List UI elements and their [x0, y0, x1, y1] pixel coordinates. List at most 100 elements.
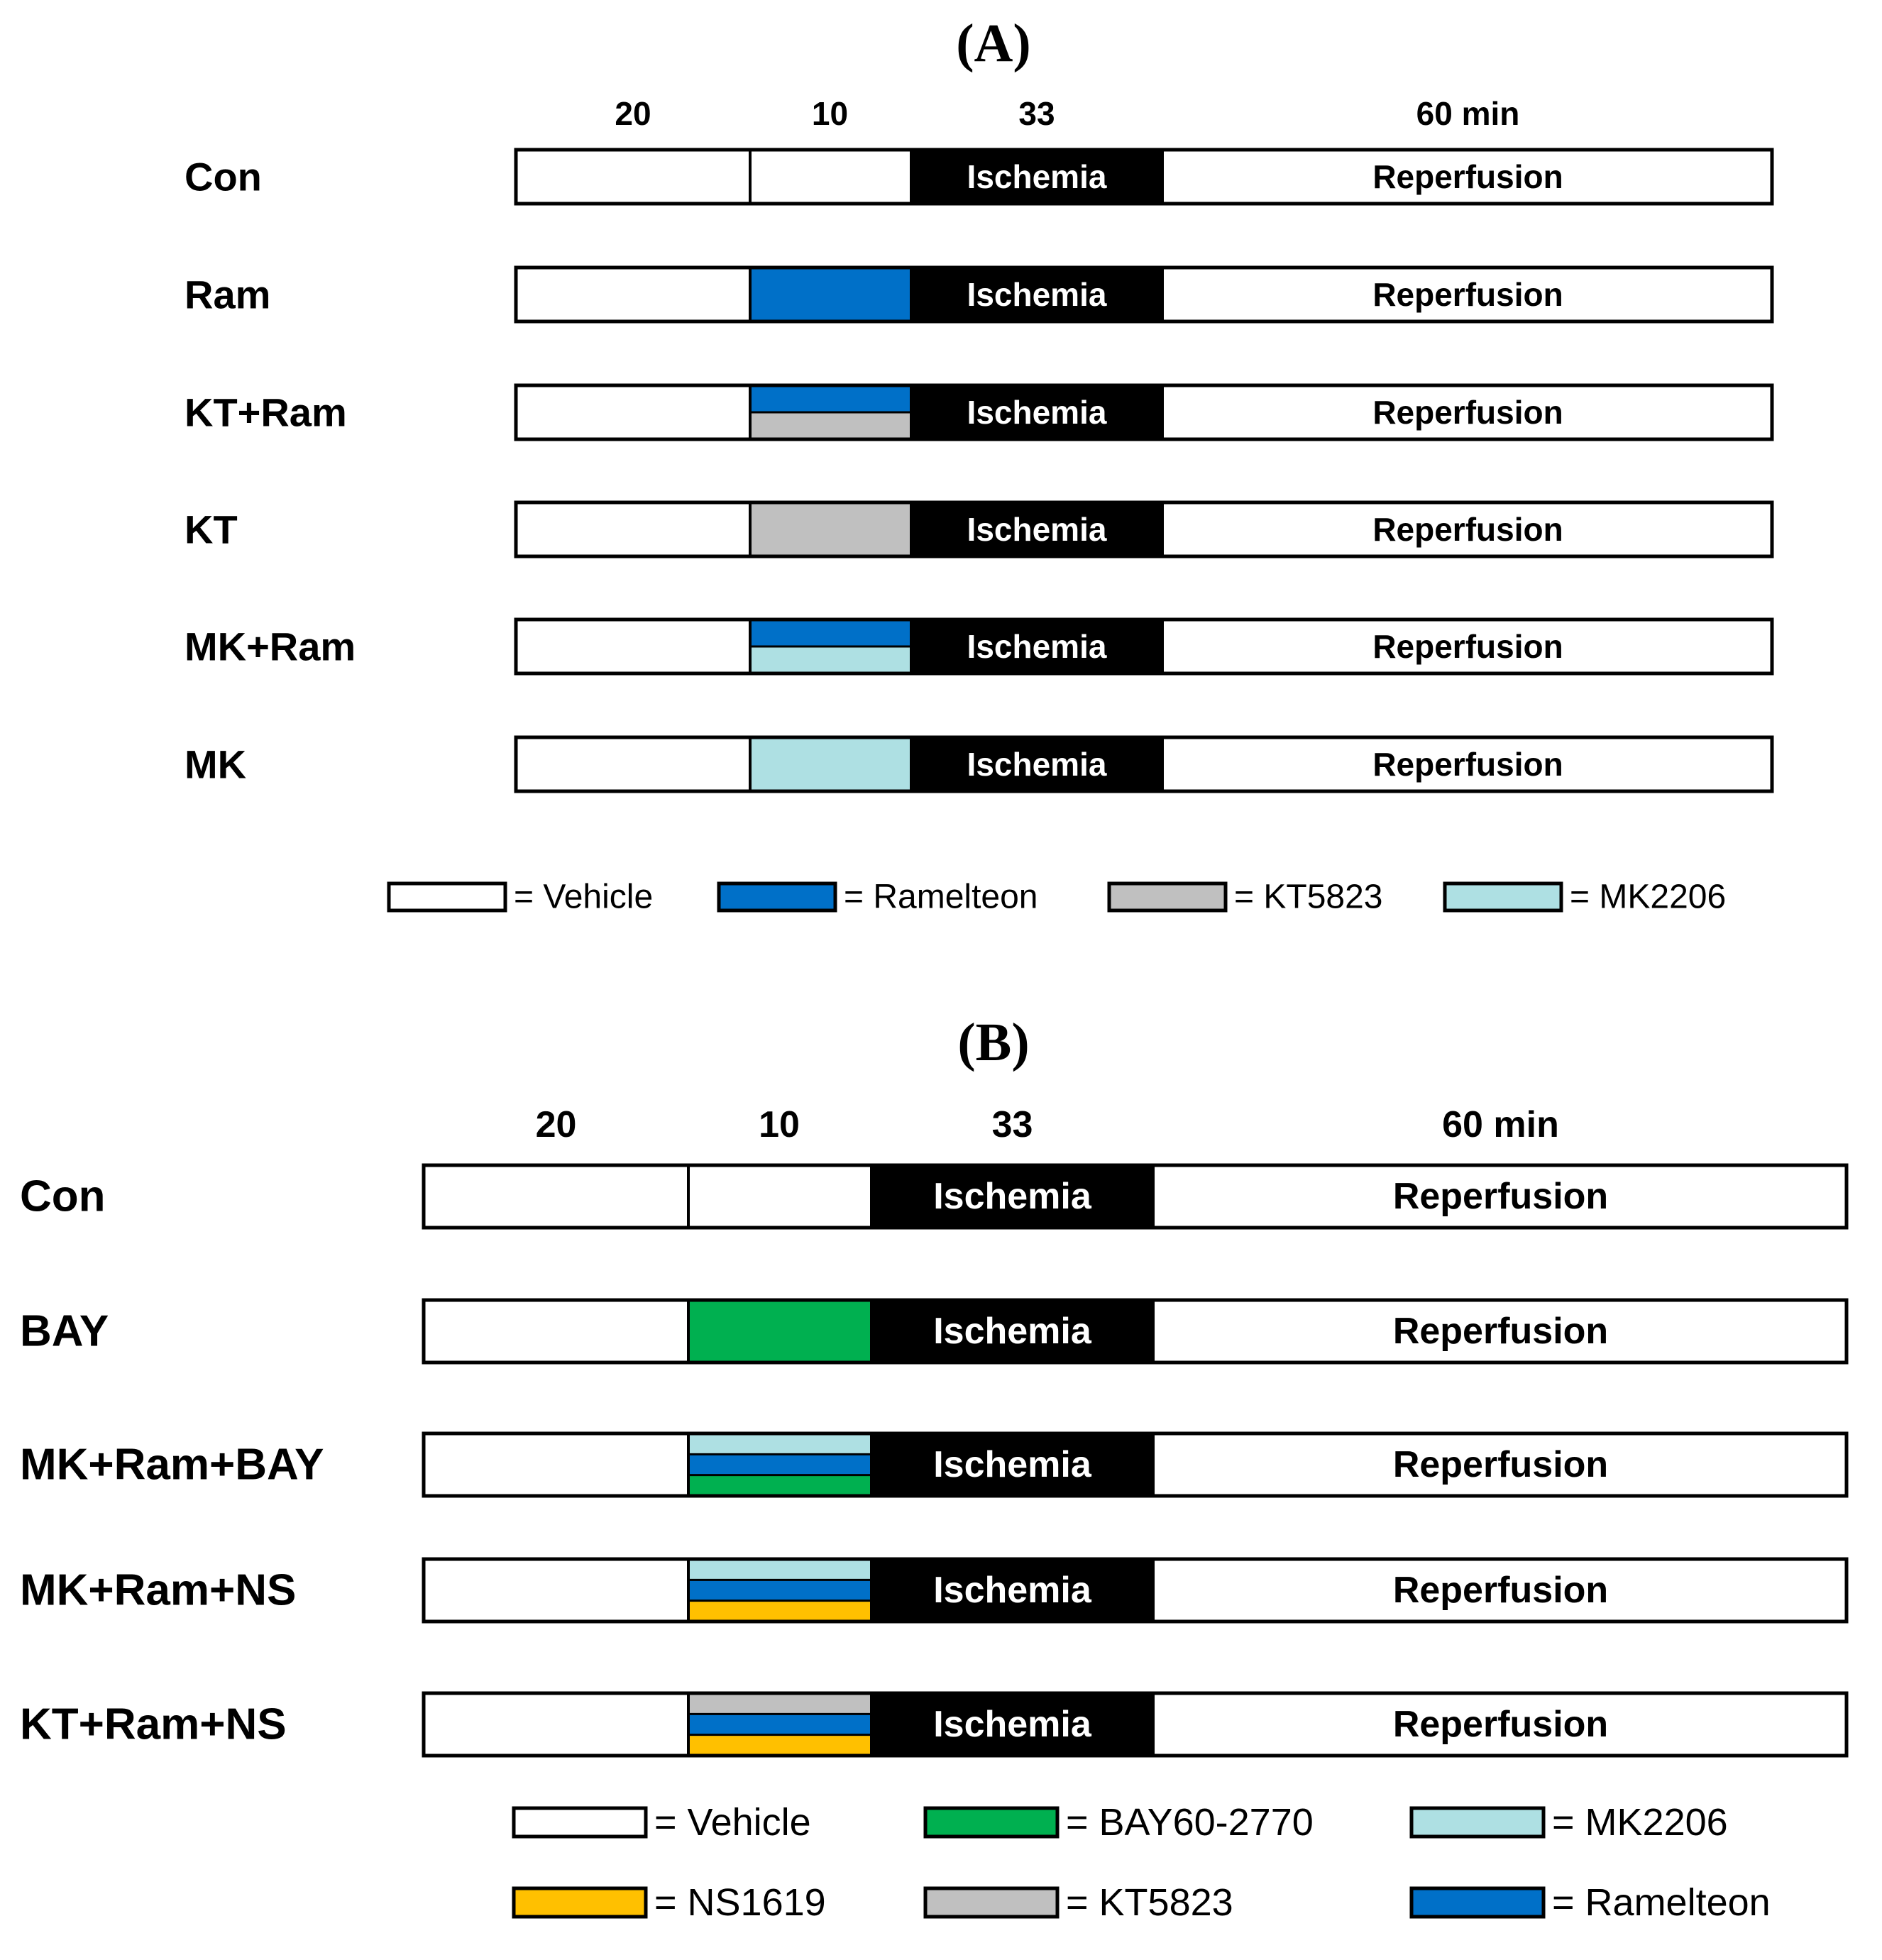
row-border: [422, 1163, 1849, 1230]
ischemia-label: Ischemia: [967, 746, 1107, 783]
reperfusion-segment: [1155, 1559, 1847, 1622]
treatment-stripe-kt5823: [750, 502, 910, 556]
ischemia-label: Ischemia: [933, 1570, 1092, 1611]
treatment-stripe-ns1619: [688, 1600, 870, 1622]
ischemia-label: Ischemia: [967, 158, 1107, 195]
stabilization-segment: [516, 502, 750, 556]
ischemia-segment: [870, 1559, 1155, 1622]
treatment-stripe-kt5823: [688, 1693, 870, 1714]
stabilization-segment: [424, 1559, 688, 1622]
reperfusion-label: Reperfusion: [1372, 511, 1563, 548]
row-border: [514, 148, 1774, 206]
ischemia-segment: [870, 1300, 1155, 1362]
treatment-stripe-ns1619: [688, 1734, 870, 1756]
stabilization-segment: [424, 1693, 688, 1756]
ischemia-label: Ischemia: [933, 1311, 1092, 1352]
row-border: [514, 265, 1774, 324]
legend-swatch-ramelteon: [717, 881, 837, 913]
legend-label: = MK2206: [1570, 879, 1726, 916]
treatment-stripe-mk2206: [750, 646, 910, 673]
row-border: [422, 1691, 1849, 1758]
stabilization-segment: [516, 385, 750, 439]
row-label: Con: [185, 155, 262, 199]
ischemia-label: Ischemia: [933, 1444, 1092, 1485]
treatment-stripe-bay: [688, 1300, 870, 1362]
ischemia-label: Ischemia: [967, 628, 1107, 665]
treatment-stripe-bay: [688, 1475, 870, 1496]
stabilization-segment: [516, 268, 750, 321]
legend-swatch-mk2206: [1443, 881, 1563, 913]
treatment-stripe-ramelteon: [750, 385, 910, 412]
legend-swatch-kt5823: [1107, 881, 1228, 913]
ischemia-segment: [910, 502, 1164, 556]
reperfusion-label: Reperfusion: [1393, 1444, 1608, 1485]
duration-label: 10: [759, 1104, 800, 1145]
row-label: MK+Ram: [185, 624, 356, 669]
treatment-stripe-vehicle: [688, 1165, 870, 1228]
stabilization-segment: [424, 1433, 688, 1496]
row-label: KT+Ram+NS: [20, 1700, 287, 1749]
reperfusion-segment: [1155, 1300, 1847, 1362]
treatment-stripe-kt5823: [750, 412, 910, 439]
legend: = Vehicle= Ramelteon= KT5823= MK2206: [387, 879, 1726, 916]
reperfusion-label: Reperfusion: [1372, 394, 1563, 431]
duration-label: 33: [1018, 95, 1055, 132]
treatment-stripe-ramelteon: [688, 1580, 870, 1601]
ischemia-segment: [870, 1165, 1155, 1228]
legend-swatch-ramelteon: [1409, 1886, 1546, 1919]
legend-label: = NS1619: [654, 1881, 826, 1924]
reperfusion-label: Reperfusion: [1372, 746, 1563, 783]
reperfusion-label: Reperfusion: [1393, 1704, 1608, 1745]
row-label: KT+Ram: [185, 390, 347, 435]
stabilization-segment: [424, 1165, 688, 1228]
row-border: [422, 1557, 1849, 1624]
row-label: KT: [185, 507, 238, 552]
treatment-stripe-mk2206: [688, 1433, 870, 1455]
legend-swatch-kt5823: [923, 1886, 1060, 1919]
legend-label: = Vehicle: [654, 1801, 811, 1844]
treatment-stripe-ramelteon: [688, 1454, 870, 1475]
duration-label: 10: [812, 95, 848, 132]
row-border: [514, 500, 1774, 558]
reperfusion-label: Reperfusion: [1393, 1570, 1608, 1611]
row-border: [514, 383, 1774, 441]
duration-label: 20: [615, 95, 651, 132]
protocol-row: Con Ischemia Reperfusion: [185, 148, 1774, 206]
legend-swatch-vehicle: [512, 1806, 648, 1839]
duration-label: 33: [992, 1104, 1033, 1145]
reperfusion-segment: [1164, 620, 1772, 673]
treatment-stripe-mk2206: [750, 737, 910, 791]
ischemia-segment: [870, 1433, 1155, 1496]
reperfusion-segment: [1164, 385, 1772, 439]
row-label: MK: [185, 742, 246, 787]
reperfusion-segment: [1164, 502, 1772, 556]
ischemia-label: Ischemia: [933, 1176, 1092, 1217]
reperfusion-segment: [1164, 150, 1772, 204]
legend-swatch-mk2206: [1409, 1806, 1546, 1839]
row-border: [422, 1298, 1849, 1365]
reperfusion-label: Reperfusion: [1393, 1311, 1608, 1352]
protocol-row: MK Ischemia Reperfusion: [185, 735, 1774, 793]
reperfusion-segment: [1155, 1433, 1847, 1496]
panel-title: (B): [957, 1013, 1029, 1072]
legend-swatch-vehicle: [387, 881, 507, 913]
reperfusion-label: Reperfusion: [1372, 158, 1563, 195]
legend-label: = BAY60-2770: [1066, 1801, 1314, 1844]
treatment-stripe-ramelteon: [750, 268, 910, 321]
treatment-stripe-ramelteon: [750, 620, 910, 646]
reperfusion-segment: [1164, 268, 1772, 321]
stabilization-segment: [424, 1300, 688, 1362]
reperfusion-label: Reperfusion: [1372, 276, 1563, 313]
duration-label: 60 min: [1442, 1104, 1559, 1145]
ischemia-segment: [910, 150, 1164, 204]
ischemia-label: Ischemia: [967, 276, 1107, 313]
